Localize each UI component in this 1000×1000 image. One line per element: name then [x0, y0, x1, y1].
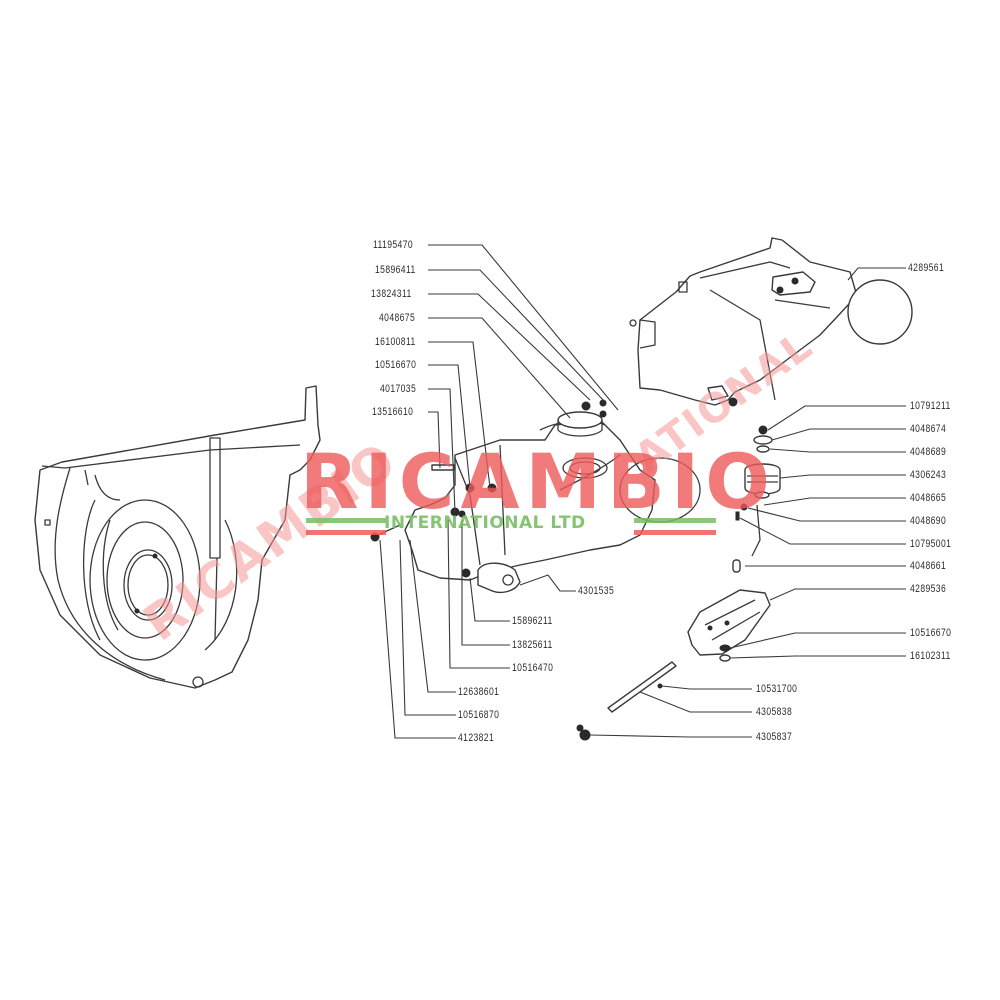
part-label: 4305838 — [756, 706, 793, 718]
part-label: 13825611 — [512, 639, 553, 651]
part-label: 10516670 — [910, 627, 952, 639]
part-label: 4305837 — [756, 731, 793, 743]
fan-housing-part — [34, 385, 321, 689]
part-label: 15896411 — [375, 264, 416, 276]
mount-stack-parts — [576, 425, 781, 741]
part-label: 11195470 — [373, 239, 414, 251]
watermark-stripe-green-right — [634, 518, 716, 523]
part-label: 4048661 — [910, 560, 947, 572]
part-label: 10791211 — [910, 400, 951, 412]
part-label: 4017035 — [380, 383, 417, 395]
part-label: 13824311 — [371, 288, 412, 300]
part-label: 4123821 — [458, 732, 495, 744]
part-label: 10516470 — [512, 662, 554, 674]
part-label: 4306243 — [910, 469, 947, 481]
upper-duct-part — [629, 237, 913, 407]
part-label: 12638601 — [458, 686, 500, 698]
part-label: 4048674 — [910, 423, 947, 435]
watermark-brand: RICAMBIO — [300, 437, 776, 526]
part-label: 4289561 — [908, 262, 945, 274]
part-label: 10795001 — [910, 538, 952, 550]
part-label: 10516670 — [375, 359, 417, 371]
part-label: 4048665 — [910, 492, 947, 504]
part-label: 4048690 — [910, 515, 947, 527]
watermark-stripe-green-left — [306, 518, 386, 523]
part-label: 16100811 — [375, 336, 416, 348]
part-label: 16102311 — [910, 650, 951, 662]
part-label: 4048689 — [910, 446, 947, 458]
watermark-stripe-red-right — [634, 530, 716, 535]
watermark-stripe-red-left — [306, 530, 386, 535]
watermark-subtitle: INTERNATIONAL LTD — [384, 513, 586, 533]
part-label: 15896211 — [512, 615, 553, 627]
part-label: 4289536 — [910, 583, 947, 595]
part-label: 4048675 — [379, 312, 416, 324]
leader-lines — [379, 244, 906, 739]
part-label: 4301535 — [578, 585, 615, 597]
part-label: 10531700 — [756, 683, 798, 695]
part-label: 13516610 — [372, 406, 414, 418]
part-label: 10516870 — [458, 709, 500, 721]
